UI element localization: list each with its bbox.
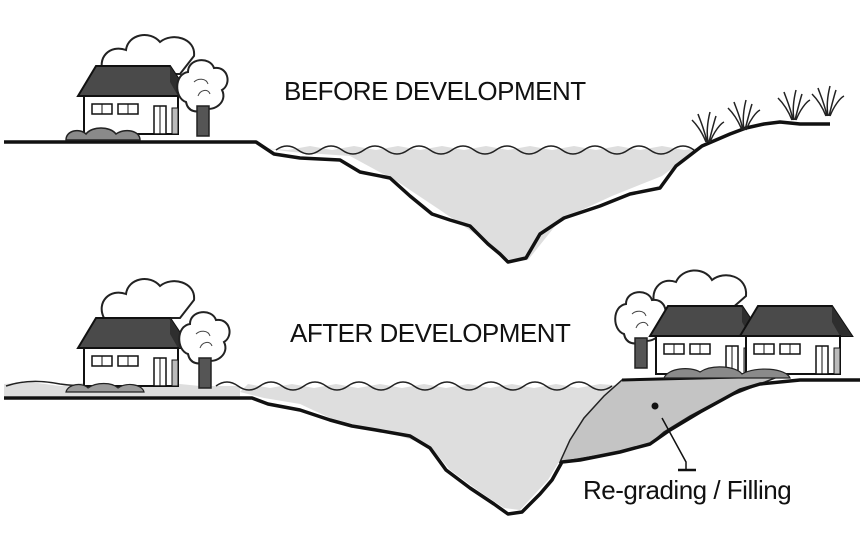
shrubs: [65, 127, 141, 141]
tree-icon: [178, 311, 231, 389]
lake-water: [240, 384, 624, 510]
fill-marker-dot: [651, 402, 659, 410]
before-panel: [4, 34, 845, 264]
after-panel: [4, 269, 860, 516]
callout-leader-line: [661, 417, 687, 470]
tree-icon: [176, 59, 229, 137]
new-house-icon: [739, 305, 853, 375]
house-icon: [77, 65, 191, 135]
background-trees: [100, 34, 196, 75]
before-development-title: BEFORE DEVELOPMENT: [284, 76, 586, 106]
shrubs: [663, 366, 791, 379]
after-development-title: AFTER DEVELOPMENT: [290, 318, 571, 348]
regrading-filling-label: Re-grading / Filling: [583, 475, 792, 505]
background-trees: [100, 278, 196, 319]
ground-profile-after: [4, 378, 860, 516]
lake-water: [262, 146, 700, 262]
marsh-grass-icon: [691, 85, 845, 143]
background-trees-right: [652, 269, 748, 312]
water-surface-waves: [275, 145, 695, 155]
house-icon: [77, 317, 191, 387]
ground-profile-before: [4, 120, 830, 264]
shrubs: [65, 382, 145, 393]
